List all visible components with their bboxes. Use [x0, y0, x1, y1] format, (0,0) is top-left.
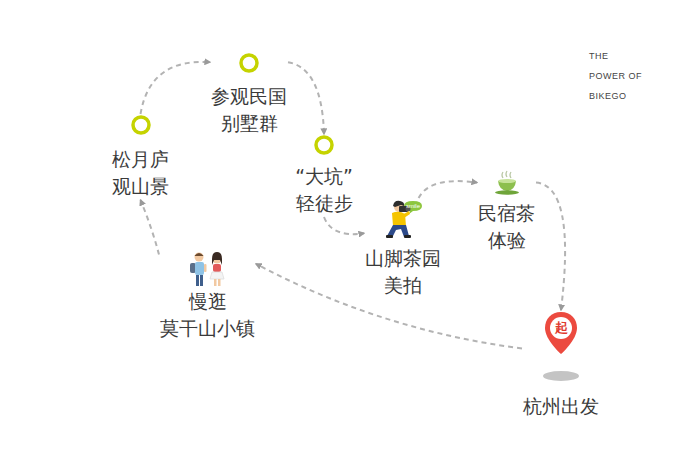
route-stop: 参观民国 别墅群 — [210, 52, 288, 137]
route-stop: 山脚茶园 美拍 — [364, 198, 442, 299]
route-stop: 松月庐 观山景 — [111, 114, 170, 200]
brand-note: THE POWER OF BIKEGO — [589, 46, 644, 106]
stop-icon — [238, 52, 260, 74]
stop-label: 参观民国 别墅群 — [210, 83, 288, 137]
stop-icon — [130, 114, 152, 136]
stop-label: 山脚茶园 美拍 — [364, 245, 442, 299]
stop-ring — [238, 52, 260, 74]
dashed-arrow — [536, 183, 565, 310]
stop-label: 慢逛 莫干山小镇 — [159, 288, 256, 342]
dashed-arrow — [141, 62, 211, 114]
stop-ring — [130, 114, 152, 136]
speech-bubble — [404, 201, 422, 214]
pin-shadow — [543, 371, 579, 381]
stop-label: 杭州出发 — [522, 393, 600, 420]
route-stop: 民宿茶 体验 — [477, 170, 536, 254]
stop-icon — [313, 134, 335, 156]
dashed-arrow — [141, 200, 160, 255]
walkers-icon — [184, 250, 232, 288]
stop-icon: 起 — [543, 310, 579, 356]
bubble-text: smile — [404, 202, 422, 210]
dashed-arrow — [324, 217, 364, 234]
dashed-arrow — [419, 181, 477, 198]
dashed-arrow — [288, 62, 324, 134]
route-stop: 起杭州出发 — [522, 310, 600, 420]
stop-label: 松月庐 观山景 — [111, 146, 170, 200]
pin-glyph: 起 — [543, 319, 579, 337]
stop-icon — [493, 170, 521, 196]
route-stop: “大坑” 轻徒步 — [294, 134, 354, 217]
route-stop: 慢逛 莫干山小镇 — [159, 250, 256, 342]
stop-icon — [184, 250, 232, 288]
stop-ring — [313, 134, 335, 156]
stop-label: “大坑” 轻徒步 — [294, 163, 354, 217]
tea-cup-icon — [493, 170, 521, 196]
stop-label: 民宿茶 体验 — [477, 200, 536, 254]
